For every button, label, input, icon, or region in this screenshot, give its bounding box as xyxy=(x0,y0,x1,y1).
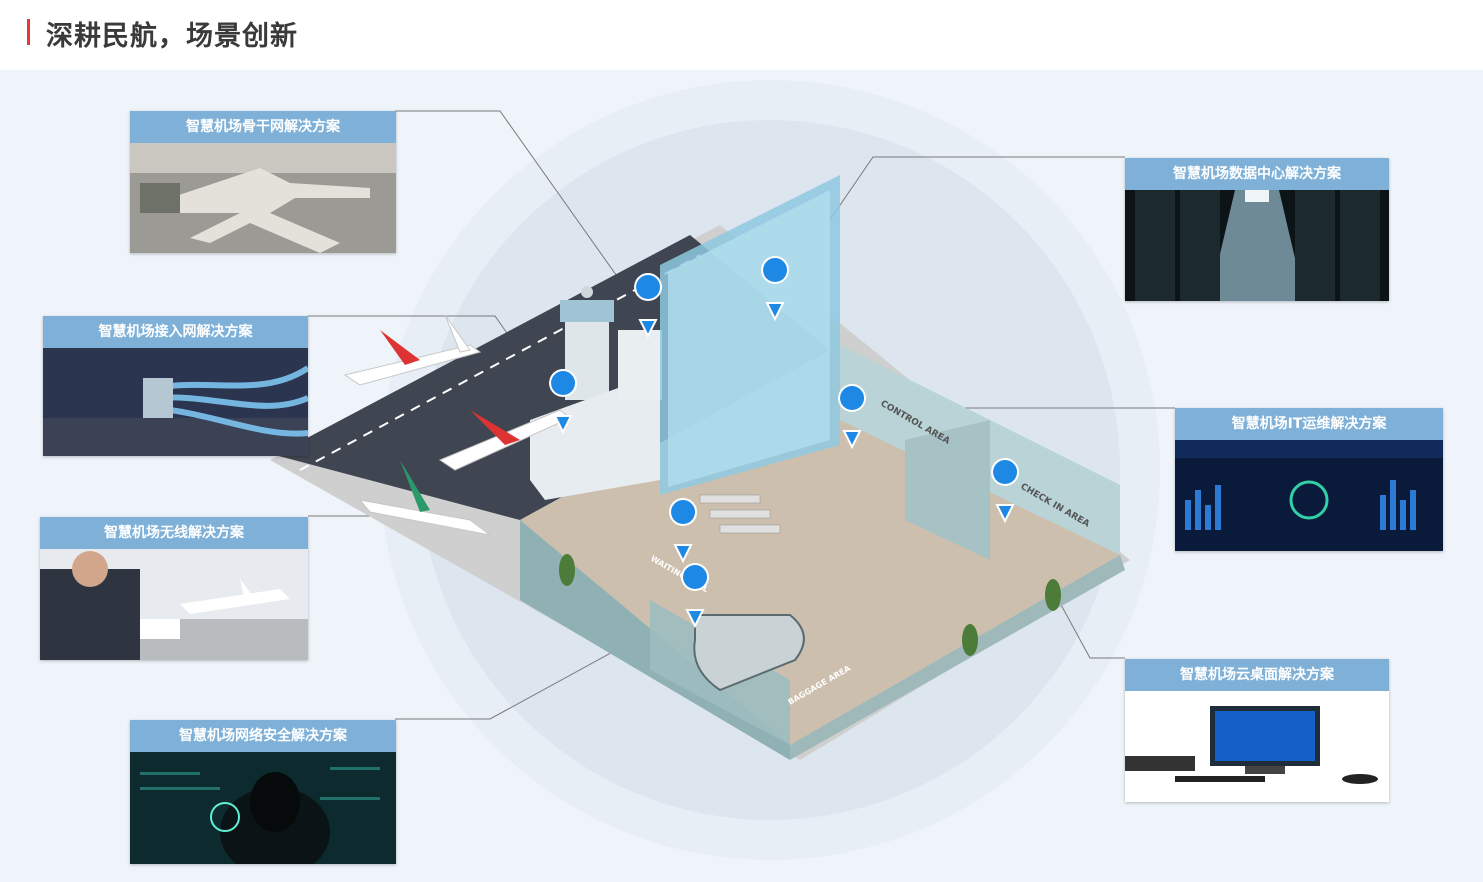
baggage-carousel xyxy=(693,614,805,692)
terminal-block-top xyxy=(618,330,662,400)
map-pins xyxy=(549,256,1020,629)
title-accent-bar xyxy=(27,19,30,45)
scene-canvas: CONTROL AREA CHECK IN AREA WAITING HALL … xyxy=(0,70,1483,882)
pin-icon-3 xyxy=(669,498,698,564)
dashboard-photo xyxy=(1175,440,1443,551)
plants xyxy=(559,554,1061,656)
solution-card-wireless[interactable]: 智慧机场无线解决方案 xyxy=(40,517,308,660)
solution-label: 智慧机场网络安全解决方案 xyxy=(130,720,396,752)
data-center-photo xyxy=(1125,190,1389,301)
pin-icon-6 xyxy=(838,384,867,450)
solution-label: 智慧机场接入网解决方案 xyxy=(43,316,308,348)
checkin-divider xyxy=(905,420,990,560)
pin-icon-2 xyxy=(549,369,578,435)
pin-icon-7 xyxy=(991,458,1020,524)
solution-label: 智慧机场云桌面解决方案 xyxy=(1125,659,1389,691)
hacker-photo xyxy=(130,752,396,864)
solution-label: 智慧机场骨干网解决方案 xyxy=(130,111,396,143)
solution-label: 智慧机场IT运维解决方案 xyxy=(1175,408,1443,440)
solution-card-security[interactable]: 智慧机场网络安全解决方案 xyxy=(130,720,396,864)
network-cable-photo xyxy=(43,348,308,456)
page-title: 深耕民航，场景创新 xyxy=(46,21,298,52)
page-header: 深耕民航，场景创新 xyxy=(0,0,1483,70)
waiting-seats xyxy=(699,494,781,534)
airport-aerial-photo xyxy=(130,143,396,253)
solution-card-backbone[interactable]: 智慧机场骨干网解决方案 xyxy=(130,111,396,253)
pin-icon-1 xyxy=(634,273,663,339)
cloud-desktop-photo xyxy=(1125,691,1389,802)
radar-dome xyxy=(581,286,593,298)
airport-illustration: CONTROL AREA CHECK IN AREA WAITING HALL … xyxy=(270,80,1175,860)
solution-card-datacenter[interactable]: 智慧机场数据中心解决方案 xyxy=(1125,158,1389,301)
front-wall-right xyxy=(790,555,1125,760)
airplanes xyxy=(343,314,571,536)
solution-label: 智慧机场数据中心解决方案 xyxy=(1125,158,1389,190)
businessman-tablet-photo xyxy=(40,549,308,660)
pin-icon-4 xyxy=(681,563,710,629)
runway-marking xyxy=(299,254,701,471)
solution-card-itops[interactable]: 智慧机场IT运维解决方案 xyxy=(1175,408,1443,551)
glass-tower-face xyxy=(668,190,830,487)
tower-cab xyxy=(560,300,614,322)
pin-icon-5 xyxy=(761,256,790,322)
solution-card-access[interactable]: 智慧机场接入网解决方案 xyxy=(43,316,308,456)
solution-label: 智慧机场无线解决方案 xyxy=(40,517,308,549)
terminal-block xyxy=(530,380,660,500)
solution-card-clouddesktop[interactable]: 智慧机场云桌面解决方案 xyxy=(1125,659,1389,802)
